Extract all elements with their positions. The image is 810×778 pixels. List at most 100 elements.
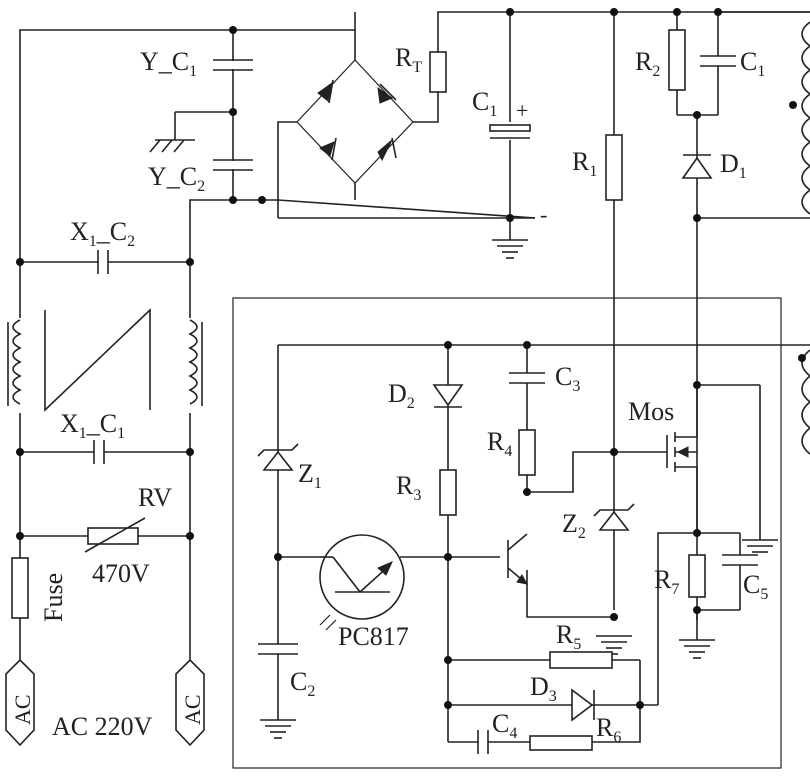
transformer-aux-winding — [795, 348, 810, 458]
y-c2-label: Y_C — [148, 162, 197, 191]
c1-plus-label: + — [516, 98, 528, 123]
d3-label: D — [530, 672, 549, 701]
fuse — [11, 557, 29, 619]
x1-c1-capacitor — [93, 440, 105, 464]
svg-text:C4: C4 — [492, 709, 517, 742]
z1-label: Z — [298, 459, 314, 488]
svg-text:RT: RT — [395, 43, 422, 76]
y-c1-capacitor — [213, 59, 253, 71]
ground-icon — [742, 539, 778, 553]
x1-c2-capacitor — [97, 250, 109, 274]
ac-plug-left — [5, 658, 35, 747]
svg-text:R3: R3 — [396, 471, 421, 504]
c3-capacitor — [509, 372, 545, 384]
junction-dots — [16, 8, 722, 709]
ac-left-label: AC — [10, 694, 35, 725]
svg-text:Z2: Z2 — [562, 509, 586, 542]
svg-text:D1: D1 — [720, 149, 747, 182]
labels: Y_C1 Y_C2 X1_C2 X1_C1 RV 470V Fuse AC AC… — [10, 43, 768, 746]
svg-text:D2: D2 — [388, 379, 415, 412]
y-c1-label: Y_C — [140, 47, 189, 76]
r7-resistor — [688, 554, 706, 598]
c1-bulk-label: C — [472, 87, 489, 116]
d3-diode — [571, 688, 595, 722]
svg-text:C5: C5 — [743, 570, 768, 603]
r5-resistor — [549, 651, 613, 669]
chassis-ground-icon — [149, 112, 195, 153]
svg-text:R4: R4 — [487, 427, 512, 460]
ground-icon — [260, 719, 296, 739]
r6-resistor — [529, 735, 593, 751]
wires — [19, 11, 810, 743]
c4-label: C — [492, 709, 509, 738]
d1-diode — [681, 154, 713, 179]
c2-capacitor — [258, 643, 298, 655]
c5-capacitor — [722, 554, 758, 566]
d1-label: D — [720, 149, 739, 178]
svg-text:Z1: Z1 — [298, 459, 322, 492]
r5-label: R — [556, 620, 574, 649]
svg-text:Y_C2: Y_C2 — [148, 162, 205, 195]
svg-text:R7: R7 — [654, 565, 679, 598]
rv-varistor — [84, 517, 146, 553]
pc817-optocoupler — [319, 534, 448, 631]
svg-text:R6: R6 — [596, 713, 621, 746]
r1-label: R — [572, 147, 590, 176]
pc817-label: PC817 — [338, 622, 409, 651]
svg-text:R2: R2 — [635, 47, 660, 80]
rv-label: RV — [138, 483, 172, 512]
r7-label: R — [654, 565, 672, 594]
svg-text:C3: C3 — [555, 362, 580, 395]
rt-thermistor — [429, 51, 447, 93]
svg-text:R1: R1 — [572, 147, 597, 180]
ground-icon — [492, 239, 528, 259]
r4-label: R — [487, 427, 505, 456]
rt-label: R — [395, 43, 413, 72]
y-c2-capacitor — [213, 159, 253, 171]
mos-label: Mos — [628, 397, 674, 426]
d2-label: D — [388, 379, 407, 408]
bridge-rectifier — [296, 59, 414, 184]
r3-label: R — [396, 471, 414, 500]
npn-transistor — [507, 533, 528, 585]
r6-label: R — [596, 713, 614, 742]
c5-label: C — [743, 570, 760, 599]
r3-resistor — [439, 469, 457, 516]
x1-c2-label: X — [70, 217, 89, 246]
svg-text:C1: C1 — [472, 87, 497, 120]
control-frame — [232, 297, 782, 769]
ac-voltage-label: AC 220V — [52, 712, 153, 741]
z2-label: Z — [562, 509, 578, 538]
mos-transistor — [666, 385, 698, 533]
svg-text:Y_C1: Y_C1 — [140, 47, 197, 80]
c1-bulk-capacitor — [489, 122, 531, 140]
ground-icon — [679, 639, 715, 659]
c3-label: C — [555, 362, 572, 391]
rv-value-label: 470V — [92, 559, 150, 588]
svg-text:C1: C1 — [740, 47, 765, 80]
c1-minus-label: - — [540, 202, 547, 227]
svg-text:X1_C2: X1_C2 — [70, 217, 135, 250]
svg-text:R5: R5 — [556, 620, 581, 653]
r1-resistor — [605, 134, 623, 201]
fuse-label: Fuse — [39, 573, 68, 622]
svg-text:C2: C2 — [290, 667, 315, 700]
ac-right-label: AC — [180, 694, 205, 725]
transformer-primary — [789, 20, 810, 215]
svg-text:D3: D3 — [530, 672, 557, 705]
x1-c1-label: X — [60, 409, 79, 438]
ground-icon — [596, 635, 632, 655]
c1-snubber-label: C — [740, 47, 757, 76]
c4-capacitor — [477, 730, 489, 754]
z2-zener-diode — [593, 503, 635, 531]
ac-plug-right — [175, 658, 205, 747]
c1-snubber-capacitor — [700, 55, 736, 67]
r2-resistor — [668, 29, 686, 91]
svg-text:X1_C1: X1_C1 — [60, 409, 125, 442]
r4-resistor — [518, 429, 536, 476]
z1-zener-diode — [257, 443, 299, 471]
d2-diode — [432, 384, 464, 408]
common-mode-choke — [5, 308, 205, 413]
c2-label: C — [290, 667, 307, 696]
